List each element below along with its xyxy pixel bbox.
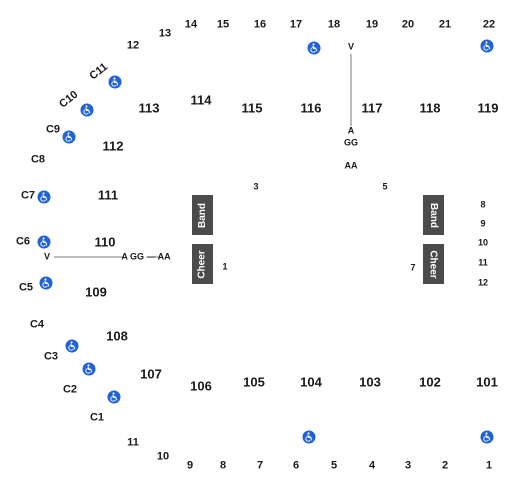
section-118[interactable]: 118 xyxy=(419,100,441,116)
row-label-top-14[interactable]: 14 xyxy=(184,18,198,31)
row-label-bottom-8[interactable]: 8 xyxy=(219,459,227,472)
row-label-top-22[interactable]: 22 xyxy=(482,18,496,31)
row-label-c4[interactable]: C4 xyxy=(29,318,45,331)
band-area-right[interactable]: Band xyxy=(423,195,444,235)
section-110[interactable]: 110 xyxy=(94,234,116,250)
aisle-label-v-top: V xyxy=(347,41,355,52)
aisle-label-aa: AA xyxy=(344,160,358,171)
row-label-bottom-7[interactable]: 7 xyxy=(256,459,264,472)
aisle-label-gg: GG xyxy=(343,137,359,148)
wheelchair-icon[interactable] xyxy=(37,235,51,249)
section-114[interactable]: 114 xyxy=(190,92,212,108)
row-label-right-8[interactable]: 8 xyxy=(480,199,486,210)
wheelchair-icon[interactable] xyxy=(302,430,316,444)
section-117[interactable]: 117 xyxy=(361,100,383,116)
wheelchair-icon[interactable] xyxy=(65,339,79,353)
band-label-right: Band xyxy=(428,202,439,228)
section-105[interactable]: 105 xyxy=(243,374,265,390)
wheelchair-icon[interactable] xyxy=(480,39,494,53)
row-label-top-12[interactable]: 12 xyxy=(126,39,140,52)
wheelchair-icon[interactable] xyxy=(37,190,51,204)
row-label-top-20[interactable]: 20 xyxy=(401,18,415,31)
section-102[interactable]: 102 xyxy=(419,374,441,390)
cheer-area-left[interactable]: Cheer xyxy=(192,244,213,284)
row-label-inner-1[interactable]: 1 xyxy=(222,261,228,272)
row-label-c8[interactable]: C8 xyxy=(30,153,46,166)
row-label-bottom-1[interactable]: 1 xyxy=(485,459,493,472)
aisle-label-a: A xyxy=(347,125,355,136)
row-label-bottom-2[interactable]: 2 xyxy=(441,459,449,472)
row-label-c3[interactable]: C3 xyxy=(43,350,59,363)
cheer-area-right[interactable]: Cheer xyxy=(423,244,444,284)
wheelchair-icon[interactable] xyxy=(307,41,321,55)
row-label-bottom-11[interactable]: 11 xyxy=(127,436,139,449)
row-label-right-9[interactable]: 9 xyxy=(480,218,486,229)
wheelchair-icon[interactable] xyxy=(82,362,96,376)
row-label-c1[interactable]: C1 xyxy=(89,411,105,424)
section-119[interactable]: 119 xyxy=(477,100,499,116)
wheelchair-icon[interactable] xyxy=(108,75,122,89)
row-label-bottom-4[interactable]: 4 xyxy=(368,459,376,472)
row-label-right-12[interactable]: 12 xyxy=(477,277,489,288)
row-label-top-15[interactable]: 15 xyxy=(216,18,230,31)
section-108[interactable]: 108 xyxy=(106,328,128,344)
cheer-label-left: Cheer xyxy=(197,249,209,279)
row-label-bottom-10[interactable]: 10 xyxy=(156,450,170,463)
row-label-inner-3[interactable]: 3 xyxy=(253,181,259,192)
band-label-left: Band xyxy=(197,202,208,228)
row-label-top-17[interactable]: 17 xyxy=(289,18,303,31)
row-label-c6[interactable]: C6 xyxy=(15,235,31,248)
row-label-top-16[interactable]: 16 xyxy=(253,18,267,31)
row-label-top-19[interactable]: 19 xyxy=(365,18,379,31)
section-101[interactable]: 101 xyxy=(476,374,498,390)
section-113[interactable]: 113 xyxy=(138,100,160,116)
row-label-inner-7[interactable]: 7 xyxy=(410,262,416,273)
cheer-label-right: Cheer xyxy=(428,249,440,279)
aisle-label-v-left: V xyxy=(43,251,51,262)
row-label-right-11[interactable]: 11 xyxy=(478,257,488,268)
row-label-top-18[interactable]: 18 xyxy=(327,18,341,31)
wheelchair-icon[interactable] xyxy=(39,276,53,290)
section-115[interactable]: 115 xyxy=(241,100,263,116)
row-label-c9[interactable]: C9 xyxy=(45,123,61,136)
band-area-left[interactable]: Band xyxy=(192,195,213,235)
wheelchair-icon[interactable] xyxy=(62,130,76,144)
row-label-bottom-3[interactable]: 3 xyxy=(404,459,412,472)
aisle-label-a-gg-aa: A GG — AA xyxy=(121,251,171,262)
row-label-bottom-9[interactable]: 9 xyxy=(186,459,194,472)
row-label-inner-5[interactable]: 5 xyxy=(382,181,388,192)
wheelchair-icon[interactable] xyxy=(107,390,121,404)
row-label-right-10[interactable]: 10 xyxy=(477,237,489,248)
section-112[interactable]: 112 xyxy=(102,138,124,154)
section-107[interactable]: 107 xyxy=(140,366,162,382)
row-label-top-21[interactable]: 21 xyxy=(438,18,452,31)
section-104[interactable]: 104 xyxy=(300,374,322,390)
section-116[interactable]: 116 xyxy=(300,100,322,116)
section-106[interactable]: 106 xyxy=(190,378,212,394)
row-label-c2[interactable]: C2 xyxy=(62,383,78,396)
section-103[interactable]: 103 xyxy=(359,374,381,390)
row-label-top-13[interactable]: 13 xyxy=(158,27,172,40)
row-label-c7[interactable]: C7 xyxy=(20,189,36,202)
row-label-bottom-5[interactable]: 5 xyxy=(330,459,338,472)
wheelchair-icon[interactable] xyxy=(80,103,94,117)
wheelchair-icon[interactable] xyxy=(480,430,494,444)
section-111[interactable]: 111 xyxy=(97,187,119,203)
section-109[interactable]: 109 xyxy=(85,284,107,300)
row-label-bottom-6[interactable]: 6 xyxy=(292,459,300,472)
row-label-c5[interactable]: C5 xyxy=(18,281,34,294)
